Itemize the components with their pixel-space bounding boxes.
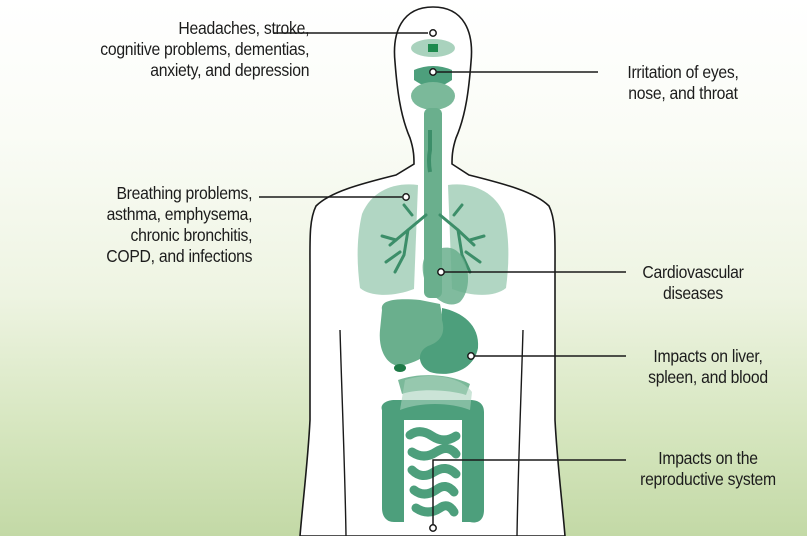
label-reproductive-system: Impacts on the reproductive system [620,448,796,490]
label-breathing-problems: Breathing problems, asthma, emphysema, c… [106,183,252,267]
gallbladder [394,364,406,372]
throat-region [411,82,455,110]
label-head-effects: Headaches, stroke, cognitive problems, d… [100,18,309,81]
label-eyes-nose-throat: Irritation of eyes, nose, and throat [607,62,760,104]
brain-spot [428,44,438,52]
label-liver-spleen-blood: Impacts on liver, spleen, and blood [627,346,789,388]
esophagus [429,130,430,172]
label-cardiovascular: Cardiovascular diseases [626,262,761,304]
